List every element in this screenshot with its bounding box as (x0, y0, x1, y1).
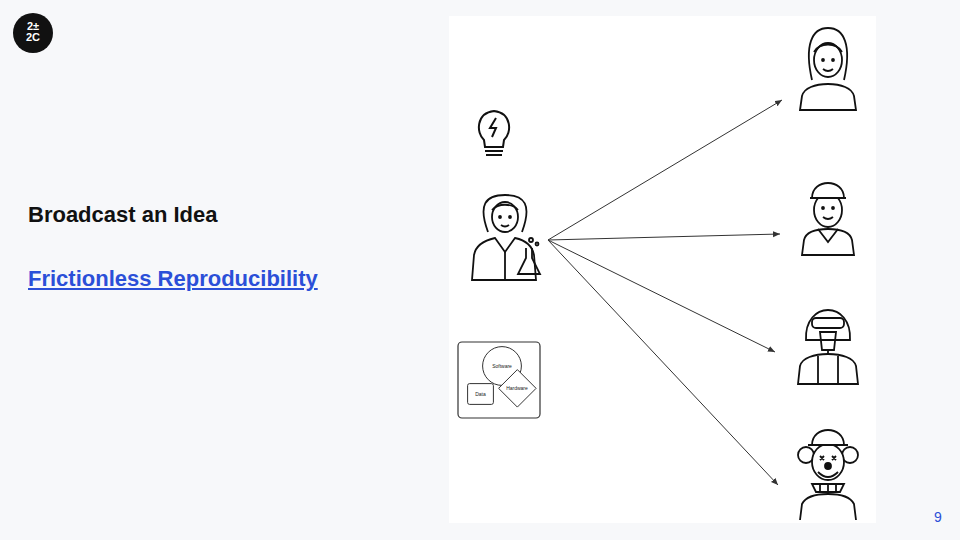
slide-title: Broadcast an Idea (28, 202, 218, 228)
page-number: 9 (934, 509, 942, 525)
logo-text: 2± 2C (13, 21, 53, 43)
logo-circle (13, 13, 53, 53)
person-icon (802, 183, 854, 255)
node-text: Data (475, 391, 486, 397)
person-icon (800, 28, 856, 110)
pilot-icon (798, 310, 858, 384)
outline-shape (468, 384, 494, 405)
scientist-icon (472, 195, 540, 280)
clown-icon (798, 430, 858, 520)
broadcast-arrows (548, 100, 782, 485)
node-text: Hardware (506, 385, 528, 391)
hardware-diamond: Hardware (498, 369, 537, 408)
lightbulb-icon (479, 111, 509, 155)
link-text: Frictionless Reproducibility (28, 266, 318, 292)
node-text: Software (492, 363, 512, 369)
data-square: Data (467, 383, 494, 405)
group-box (458, 342, 540, 418)
outline-shape (498, 369, 535, 406)
